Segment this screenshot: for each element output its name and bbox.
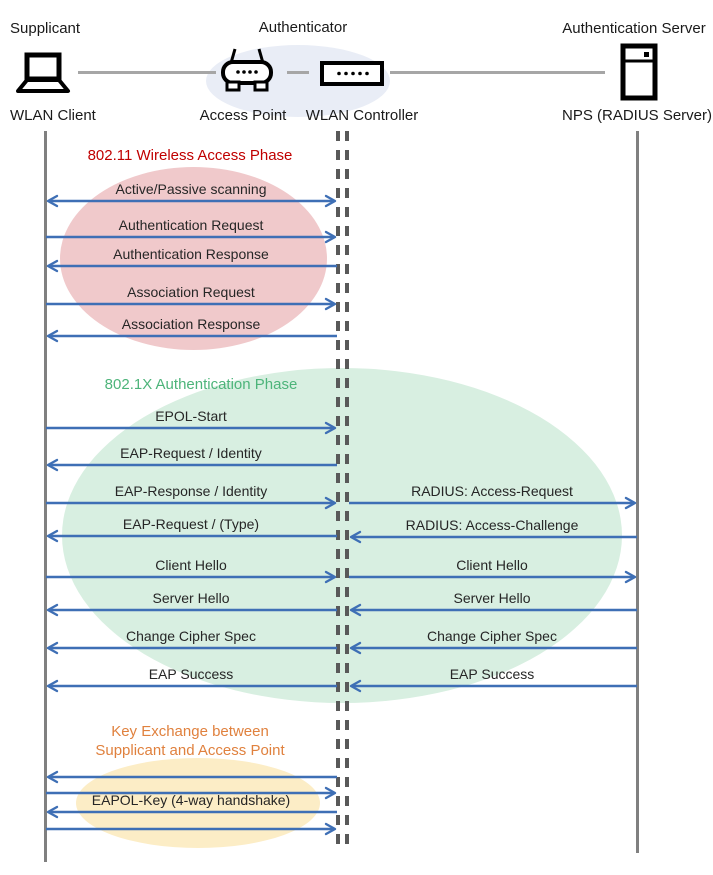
message-arrow [349, 641, 637, 655]
message-label: EAP-Response / Identity [114, 483, 268, 499]
message-arrow [46, 805, 337, 819]
phase-title-1: 802.1X Authentication Phase [104, 376, 298, 393]
connector-controller-server [390, 71, 605, 74]
message-label: EAP-Request / Identity [120, 445, 262, 461]
message-label: Association Response [121, 316, 261, 332]
message-label: Server Hello [152, 590, 230, 606]
node-nps-radius-server-label: NPS (RADIUS Server) [561, 107, 713, 124]
phase-ellipse-0 [60, 167, 327, 350]
message-label: Change Cipher Spec [126, 628, 256, 644]
message-label: EAP Success [148, 666, 234, 682]
node-wlan-client-label: WLAN Client [10, 107, 96, 124]
phase-title-0: 802.11 Wireless Access Phase [87, 147, 293, 164]
message-arrow [46, 603, 337, 617]
message-arrow [46, 679, 337, 693]
server-icon [620, 43, 658, 106]
lifeline-wlan-client [44, 131, 47, 862]
phase-ellipse-2 [76, 758, 320, 848]
message-arrow [349, 570, 637, 584]
message-label: Authentication Response [113, 246, 269, 262]
message-arrow [349, 530, 637, 544]
message-arrow [46, 259, 337, 273]
message-arrow [46, 421, 337, 435]
role-authentication-server-label: Authentication Server [562, 20, 706, 37]
message-arrow [46, 458, 337, 472]
lifeline-wlan-controller-right [345, 131, 349, 852]
message-arrow [46, 786, 337, 800]
connector-client-ap [78, 71, 216, 74]
message-label: RADIUS: Access-Request [411, 483, 573, 499]
message-label: Server Hello [453, 590, 531, 606]
message-arrow [46, 770, 337, 784]
message-arrow [349, 679, 637, 693]
message-label: EPOL-Start [155, 408, 227, 424]
message-label: EAP-Request / (Type) [122, 516, 260, 532]
connector-ap-controller [287, 71, 309, 74]
role-supplicant-label: Supplicant [10, 20, 81, 37]
message-arrow [46, 570, 337, 584]
message-arrow [46, 529, 337, 543]
message-label: RADIUS: Access-Challenge [405, 517, 579, 533]
message-label: Client Hello [155, 557, 227, 573]
message-label: Association Request [127, 284, 255, 300]
node-wlan-controller-label: WLAN Controller [305, 107, 419, 124]
message-label: Client Hello [456, 557, 528, 573]
message-arrow [46, 297, 337, 311]
message-arrow [46, 329, 337, 343]
lifeline-nps-server [636, 131, 639, 853]
wlan-controller-icon [320, 61, 384, 91]
role-authenticator-label: Authenticator [258, 19, 348, 36]
node-access-point-label: Access Point [199, 107, 287, 124]
message-arrow [46, 194, 337, 208]
message-label: Change Cipher Spec [427, 628, 557, 644]
message-arrow [46, 496, 337, 510]
message-arrow [46, 641, 337, 655]
message-label: Authentication Request [118, 217, 264, 233]
message-arrow [46, 230, 337, 244]
laptop-icon [12, 52, 74, 99]
message-label: EAPOL-Key (4-way handshake) [91, 792, 291, 808]
message-label: Active/Passive scanning [115, 181, 267, 197]
access-point-icon [218, 48, 276, 99]
message-arrow [349, 496, 637, 510]
message-arrow [349, 603, 637, 617]
message-label: EAP Success [449, 666, 535, 682]
message-arrow [46, 822, 337, 836]
lifeline-wlan-controller-left [336, 131, 340, 852]
